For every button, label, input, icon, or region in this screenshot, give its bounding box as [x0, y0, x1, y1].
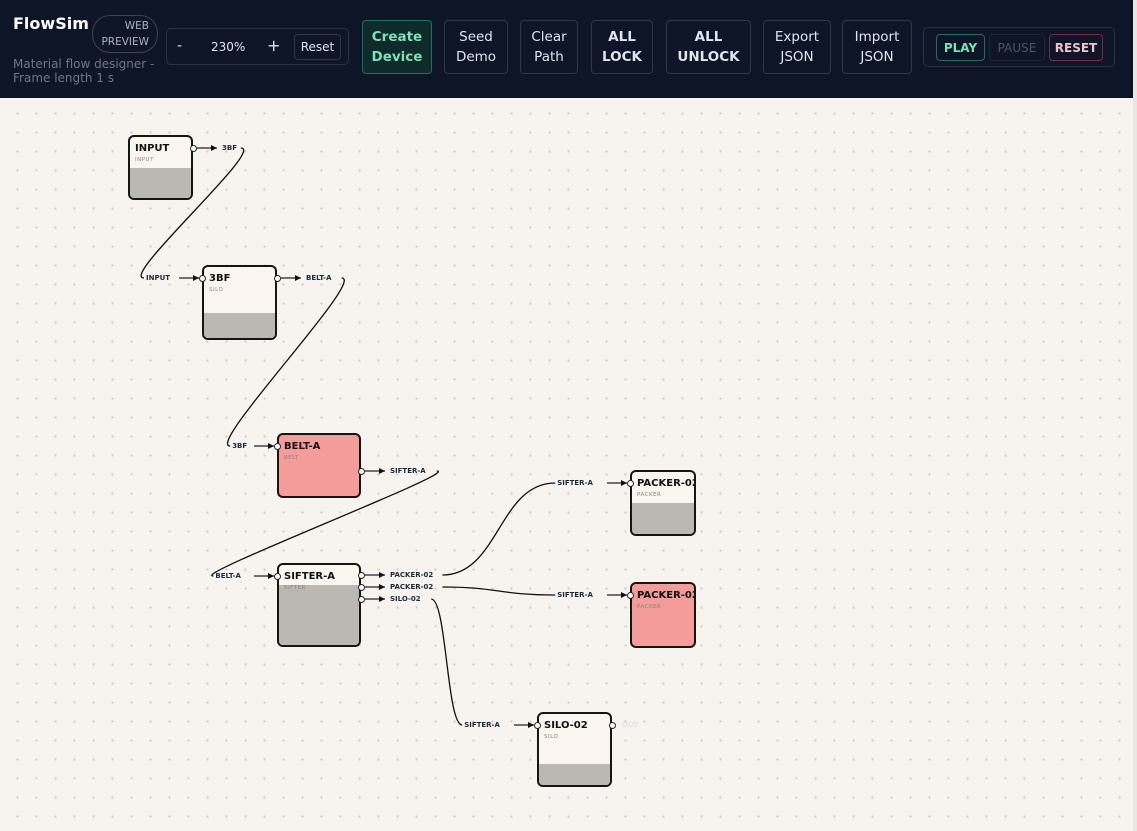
pause-button[interactable]: PAUSE — [989, 34, 1045, 61]
clear-path-button[interactable]: Clear Path — [520, 20, 578, 74]
play-button[interactable]: PLAY — [936, 34, 985, 61]
zoom-level: 230% — [211, 40, 246, 54]
create-device-button[interactable]: Create Device — [362, 20, 432, 74]
input-port[interactable] — [198, 274, 206, 282]
node-type: BELT — [284, 455, 299, 461]
device-node[interactable]: 3BF SILO — [202, 265, 277, 340]
input-port-label: INPUT — [146, 274, 171, 282]
import-json-button[interactable]: Import JSON — [842, 20, 912, 74]
simulation-controls: PLAY PAUSE RESET — [923, 27, 1115, 67]
output-port-label: PACKER-02 — [390, 571, 434, 579]
output-port[interactable] — [357, 595, 365, 603]
input-port[interactable] — [273, 442, 281, 450]
seed-demo-button[interactable]: Seed Demo — [444, 20, 508, 74]
input-port-label: BELT-A — [215, 572, 241, 580]
app-title: FlowSim — [13, 14, 89, 33]
node-name: BELT-A — [284, 441, 321, 452]
node-name: 3BF — [209, 273, 231, 284]
input-port[interactable] — [273, 572, 281, 580]
fill-level-bar — [632, 503, 694, 534]
fill-level-bar — [539, 763, 610, 785]
output-port-label: OUT — [622, 721, 639, 729]
connection-wire[interactable] — [442, 482, 556, 576]
input-arrow-arrowhead — [193, 275, 199, 281]
all-unlock-button[interactable]: ALL UNLOCK — [666, 20, 751, 74]
input-arrow-arrowhead — [621, 480, 627, 486]
input-arrow-arrowhead — [621, 592, 627, 598]
input-port-label: 3BF — [232, 442, 248, 450]
node-name: SIFTER-A — [284, 571, 335, 582]
node-name: PACKER-02 — [637, 478, 696, 489]
node-type: SILO — [544, 734, 559, 740]
output-port-label: PACKER-02 — [390, 583, 434, 591]
zoom-in-button[interactable]: + — [267, 36, 281, 55]
connection-wire[interactable] — [226, 277, 345, 447]
output-port-label: 3BF — [222, 144, 237, 152]
node-name: INPUT — [135, 143, 170, 154]
toolbar: FlowSim WEB PREVIEW Material flow design… — [0, 0, 1133, 98]
node-name: PACKER-02 — [637, 590, 696, 601]
wires-layer — [140, 145, 627, 728]
input-arrow-arrowhead — [268, 443, 274, 449]
input-port-label: SIFTER-A — [557, 479, 593, 487]
node-type: SILO — [209, 287, 224, 293]
input-arrow-arrowhead — [528, 722, 534, 728]
input-port[interactable] — [626, 591, 634, 599]
input-arrow-arrowhead — [268, 573, 274, 579]
output-port[interactable] — [189, 144, 197, 152]
fill-level-bar — [204, 313, 275, 338]
node-type: SIFTER — [284, 585, 306, 591]
node-type: PACKER — [637, 492, 662, 498]
device-node[interactable]: BELT-A BELT — [277, 433, 361, 498]
input-port[interactable] — [626, 479, 634, 487]
node-type: PACKER — [637, 604, 662, 610]
connection-wire[interactable] — [442, 586, 556, 596]
output-port[interactable] — [357, 467, 365, 475]
web-preview-badge: WEB PREVIEW — [92, 15, 158, 53]
node-name: SILO-02 — [544, 720, 588, 731]
zoom-reset-button[interactable]: Reset — [294, 34, 341, 60]
connection-wire[interactable] — [211, 470, 440, 577]
input-port[interactable] — [533, 721, 541, 729]
output-port[interactable] — [357, 571, 365, 579]
device-node[interactable]: SIFTER-A SIFTER — [277, 563, 361, 647]
reset-sim-button[interactable]: RESET — [1049, 34, 1103, 61]
fill-level-bar — [279, 585, 359, 645]
output-arrow-arrowhead — [379, 572, 385, 578]
input-port-label: SIFTER-A — [464, 721, 500, 729]
connection-wire[interactable] — [430, 598, 463, 726]
output-arrow-arrowhead — [379, 584, 385, 590]
output-port[interactable] — [357, 583, 365, 591]
zoom-out-button[interactable]: - — [177, 38, 183, 54]
output-port-label: BELT-A — [306, 274, 332, 282]
device-node[interactable]: INPUT INPUT — [128, 135, 193, 200]
output-arrow-arrowhead — [379, 596, 385, 602]
output-port[interactable] — [608, 721, 616, 729]
app-subtitle: Material flow designer - Frame length 1 … — [13, 57, 155, 85]
output-port-label: SILO-02 — [390, 595, 421, 603]
output-arrow-arrowhead — [379, 468, 385, 474]
zoom-controls: - 230% + Reset — [166, 28, 349, 65]
node-type: INPUT — [135, 157, 154, 163]
export-json-button[interactable]: Export JSON — [763, 20, 831, 74]
output-arrow-arrowhead — [211, 145, 217, 151]
output-port-label: SIFTER-A — [390, 467, 426, 475]
connection-wire[interactable] — [140, 147, 245, 279]
output-arrow-arrowhead — [295, 275, 301, 281]
output-port[interactable] — [273, 274, 281, 282]
scrollbar[interactable] — [1133, 0, 1137, 831]
fill-level-bar — [130, 167, 191, 198]
all-lock-button[interactable]: ALL LOCK — [591, 20, 653, 74]
input-port-label: SIFTER-A — [557, 591, 593, 599]
